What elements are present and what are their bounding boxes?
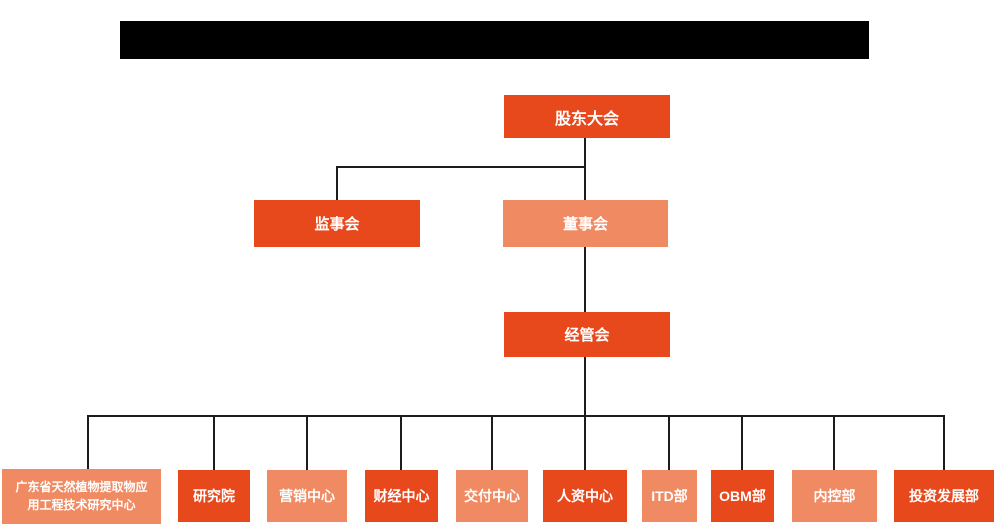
connector-line (668, 415, 670, 470)
node-label: ITD部 (651, 488, 688, 504)
connector-line (833, 415, 835, 470)
node-dept-finance-center: 财经中心 (365, 470, 438, 522)
node-label: 经管会 (564, 327, 610, 344)
connector-line (306, 415, 308, 470)
node-shareholders-meeting: 股东大会 (504, 95, 670, 138)
node-label: 内控部 (813, 488, 856, 504)
node-label: 交付中心 (464, 488, 520, 504)
connector-line (584, 415, 586, 470)
node-dept-itd: ITD部 (642, 470, 697, 522)
node-dept-marketing-center: 营销中心 (267, 470, 347, 522)
node-dept-obm: OBM部 (711, 470, 774, 522)
node-label: 股东大会 (554, 110, 619, 128)
node-label: 监事会 (314, 216, 360, 233)
node-dept-delivery-center: 交付中心 (456, 470, 528, 522)
connector-line (336, 166, 338, 200)
redacted-title-bar (120, 21, 869, 59)
node-dept-hr-center: 人资中心 (543, 470, 627, 522)
connector-line (400, 415, 402, 470)
node-dept-research-institute: 研究院 (178, 470, 250, 522)
node-label: OBM部 (719, 488, 766, 504)
connector-line (336, 166, 586, 168)
node-label: 营销中心 (279, 488, 335, 504)
node-label: 财经中心 (373, 488, 430, 504)
connector-line (87, 415, 945, 417)
connector-line (213, 415, 215, 470)
node-label: 董事会 (562, 216, 608, 233)
node-dept-research-center: 广东省天然植物提取物应用工程技术研究中心 (2, 469, 161, 524)
connector-line (943, 415, 945, 470)
node-dept-investment-development: 投资发展部 (894, 470, 994, 522)
node-label: 广东省天然植物提取物应用工程技术研究中心 (15, 480, 148, 512)
connector-line (87, 415, 89, 470)
node-management-committee: 经管会 (504, 312, 670, 357)
node-board-of-directors: 董事会 (503, 200, 668, 247)
connector-line (741, 415, 743, 470)
connector-line (584, 357, 586, 416)
node-label: 研究院 (193, 488, 235, 504)
connector-line (584, 247, 586, 312)
node-dept-internal-control: 内控部 (792, 470, 877, 522)
connector-line (584, 138, 586, 200)
node-supervisory-board: 监事会 (254, 200, 420, 247)
node-label: 投资发展部 (909, 488, 979, 504)
connector-line (491, 415, 493, 470)
node-label: 人资中心 (557, 488, 613, 504)
